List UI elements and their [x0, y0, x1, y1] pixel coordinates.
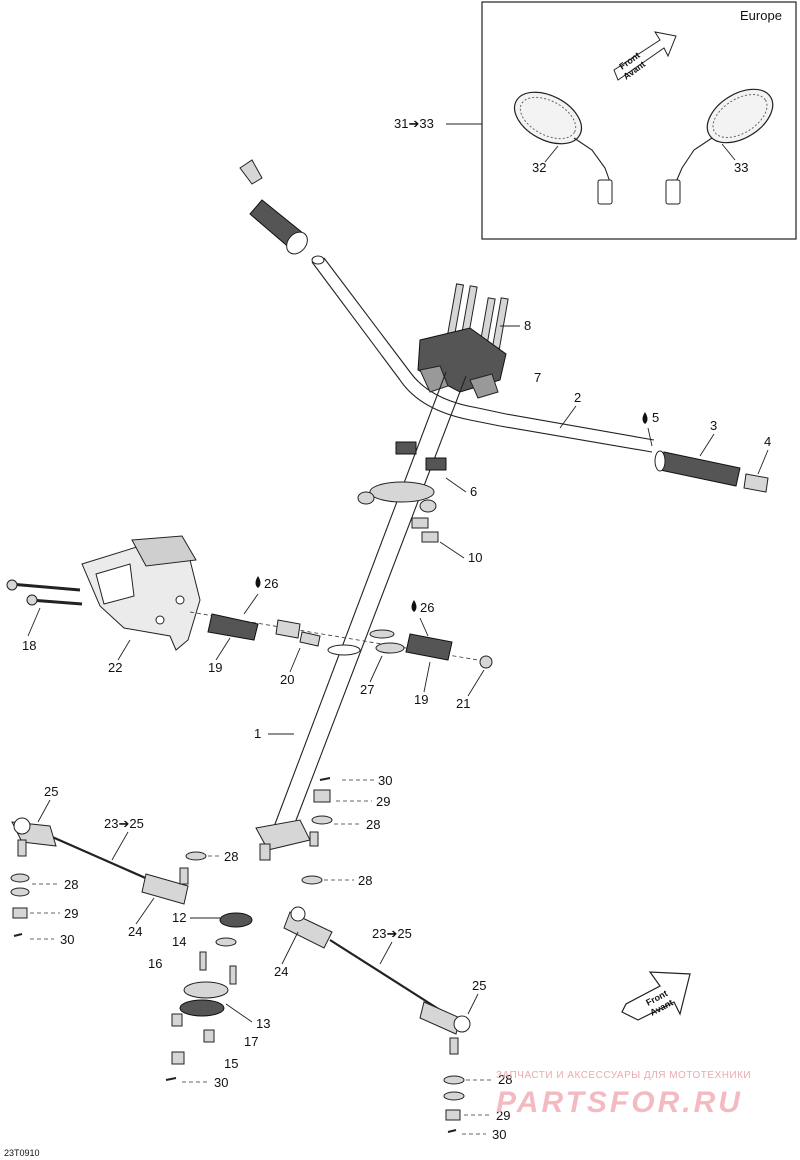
callout-3: 3: [710, 418, 717, 433]
callout-25-left: 25: [44, 784, 58, 799]
support-bracket-icon: [81, 535, 201, 651]
callout-15: 15: [224, 1056, 238, 1071]
lower-bearing-icon: [171, 912, 253, 1065]
callout-1: 1: [254, 726, 261, 741]
callout-26-right: 26: [420, 600, 434, 615]
inset-region-label: Europe: [740, 8, 782, 23]
callout-23-25-right: 23➔25: [372, 926, 412, 941]
callout-16: 16: [148, 956, 162, 971]
left-tie-rod-icon: [10, 817, 189, 937]
upper-bushings-icon: [357, 441, 447, 543]
callout-4: 4: [764, 434, 771, 449]
callout-10: 10: [468, 550, 482, 565]
callout-17: 17: [244, 1034, 258, 1049]
right-grip-icon: [654, 450, 769, 493]
callout-14: 14: [172, 934, 186, 949]
grease-drop-icon-26a: [255, 576, 261, 588]
callout-24-left: 24: [128, 924, 142, 939]
right-tie-rod-icon: [283, 906, 471, 1133]
callout-19-right: 19: [414, 692, 428, 707]
watermark-logo: ЗАПЧАСТИ И АКСЕССУАРЫ ДЛЯ МОТОТЕХНИКИ PA…: [496, 1070, 751, 1119]
callout-29-left: 29: [64, 906, 78, 921]
callout-28-mid-left: 28: [224, 849, 238, 864]
callout-28-left: 28: [64, 877, 78, 892]
small-hardware-icon: [185, 777, 333, 885]
inset-front-arrow-icon: Front Avant: [613, 31, 677, 82]
callout-8: 8: [524, 318, 531, 333]
callout-28-right: 28: [498, 1072, 512, 1087]
steering-arm-icon: [255, 819, 319, 861]
handlebar-icon: [311, 255, 655, 453]
right-mirror-icon: [665, 88, 774, 205]
steering-column-icon: [271, 371, 467, 837]
callout-26-left: 26: [264, 576, 278, 591]
callout-24-right: 24: [274, 964, 288, 979]
callout-7: 7: [534, 370, 541, 385]
callout-20: 20: [280, 672, 294, 687]
callout-28-mid-right: 28: [358, 873, 372, 888]
callout-30-right: 30: [492, 1127, 506, 1142]
grease-drop-icon: [642, 412, 648, 424]
drawing-code: 23T0910: [4, 1148, 40, 1158]
callout-19-left: 19: [208, 660, 222, 675]
right-mirror-callout: 33: [734, 160, 748, 175]
left-mirror-callout: 32: [532, 160, 546, 175]
callout-23-25-left: 23➔25: [104, 816, 144, 831]
callout-5: 5: [652, 410, 659, 425]
front-direction-arrow-icon: Front Avant: [621, 971, 691, 1021]
callout-6: 6: [470, 484, 477, 499]
callout-29-right: 29: [496, 1108, 510, 1123]
handlebar-clamp-icon: [417, 327, 507, 399]
grease-drop-icon-26b: [411, 600, 417, 612]
left-mirror-icon: [513, 91, 613, 205]
callout-30-bottom-center: 30: [214, 1075, 228, 1090]
callout-30-top: 30: [378, 773, 392, 788]
callout-2: 2: [574, 390, 581, 405]
callout-21: 21: [456, 696, 470, 711]
pivot-shaft-icon: [189, 611, 493, 669]
callout-12: 12: [172, 910, 186, 925]
callout-27: 27: [360, 682, 374, 697]
callout-28-top: 28: [366, 817, 380, 832]
callout-22: 22: [108, 660, 122, 675]
callout-29-top: 29: [376, 794, 390, 809]
watermark-brand: PARTSFOR.RU: [496, 1086, 743, 1119]
watermark-tagline: ЗАПЧАСТИ И АКСЕССУАРЫ ДЛЯ МОТОТЕХНИКИ: [496, 1070, 751, 1081]
europe-inset: Europe Front Avant 31➔33 32 33: [394, 1, 797, 240]
callout-13: 13: [256, 1016, 270, 1031]
left-grip-icon: [239, 159, 308, 255]
callout-30-left: 30: [60, 932, 74, 947]
inset-range-label: 31➔33: [394, 116, 434, 131]
callout-25-right: 25: [472, 978, 486, 993]
long-bolt-icon: [6, 579, 83, 606]
callout-18: 18: [22, 638, 36, 653]
